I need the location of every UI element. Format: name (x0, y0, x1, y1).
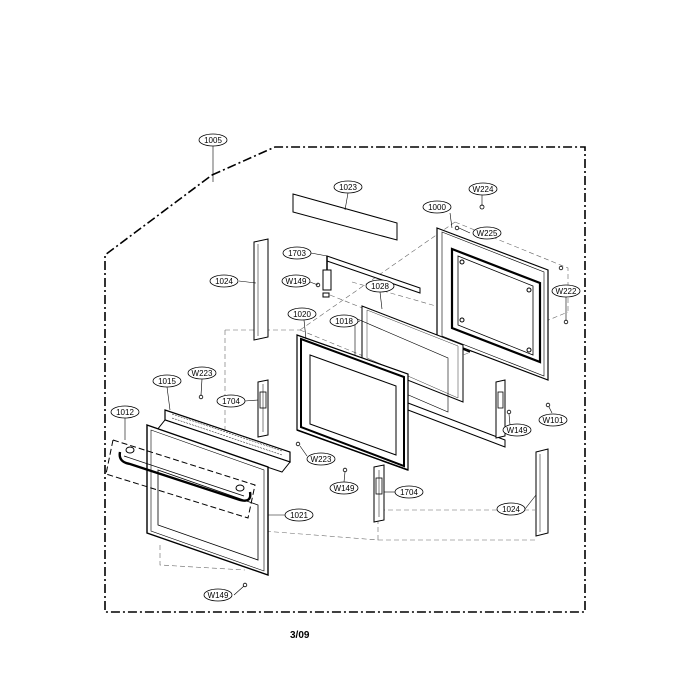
callout-w149-right: W149 (502, 423, 532, 437)
svg-text:1021: 1021 (290, 511, 308, 520)
svg-text:1020: 1020 (293, 310, 311, 319)
svg-text:1015: 1015 (158, 377, 176, 386)
svg-text:W225: W225 (477, 229, 498, 238)
part-1015-vent-channel (156, 409, 291, 473)
callout-1012: 1012 (110, 405, 140, 419)
callout-labels: 1005 1023 W224 1000 W225 1703 1024 W149 (110, 133, 581, 602)
part-1020-inner-window-frame (296, 334, 409, 471)
svg-text:W149: W149 (286, 277, 307, 286)
callout-w222: W222 (551, 284, 581, 298)
svg-text:1023: 1023 (339, 183, 357, 192)
part-1012-door-handle (105, 439, 256, 519)
callout-w225: W225 (472, 226, 502, 240)
svg-text:1024: 1024 (215, 277, 233, 286)
svg-text:W149: W149 (208, 591, 229, 600)
callout-w101: W101 (538, 413, 568, 427)
svg-text:W101: W101 (543, 416, 564, 425)
callout-1000: 1000 (422, 200, 452, 214)
callout-w223-lower: W223 (306, 452, 336, 466)
callout-w223-top: W223 (187, 366, 217, 380)
svg-text:1012: 1012 (116, 408, 134, 417)
svg-text:W223: W223 (311, 455, 332, 464)
callout-1021: 1021 (284, 508, 314, 522)
svg-text:1005: 1005 (204, 136, 222, 145)
callout-1704-left: 1704 (216, 394, 246, 408)
svg-text:W223: W223 (192, 369, 213, 378)
callout-1024-right: 1024 (496, 502, 526, 516)
part-1023-trim-strip (292, 193, 398, 241)
part-1028-glass-panel (361, 305, 464, 403)
callout-1018: 1018 (329, 314, 359, 328)
svg-text:1704: 1704 (400, 488, 418, 497)
screws (198, 204, 569, 588)
part-1018-inner-glass (354, 317, 449, 413)
svg-text:1704: 1704 (222, 397, 240, 406)
part-1024-side-trim-left (253, 238, 269, 341)
svg-text:1028: 1028 (371, 282, 389, 291)
svg-text:1703: 1703 (288, 249, 306, 258)
svg-text:W149: W149 (334, 484, 355, 493)
part-1703-top-bracket (322, 255, 421, 298)
callout-w149-bottom: W149 (203, 588, 233, 602)
svg-text:W149: W149 (507, 426, 528, 435)
callout-w149-middle: W149 (329, 481, 359, 495)
part-1704-hinge-right (495, 379, 506, 439)
callout-1023: 1023 (333, 180, 363, 194)
part-1704-hinge-lower (373, 464, 385, 523)
leader-lines (124, 146, 567, 596)
svg-text:W222: W222 (556, 287, 577, 296)
callout-1704-lower: 1704 (394, 485, 424, 499)
page-number: 3/09 (290, 630, 310, 641)
svg-text:1000: 1000 (428, 203, 446, 212)
part-bottom-rail (407, 402, 506, 448)
svg-text:1024: 1024 (502, 505, 520, 514)
callout-w149-top: W149 (281, 274, 311, 288)
part-1021-front-door-panel (146, 424, 269, 576)
callout-1005: 1005 (198, 133, 228, 147)
callout-w224: W224 (468, 182, 498, 196)
callout-1024-left: 1024 (209, 274, 239, 288)
callout-1028: 1028 (365, 279, 395, 293)
svg-text:W224: W224 (473, 185, 494, 194)
callout-1015: 1015 (152, 374, 182, 388)
part-1000-outer-door-frame (436, 227, 549, 381)
assembly-boundary (104, 146, 586, 613)
part-1704-hinge-left (257, 379, 269, 438)
callout-1020: 1020 (287, 307, 317, 321)
callout-1703: 1703 (282, 246, 312, 260)
svg-text:1018: 1018 (335, 317, 353, 326)
part-1024-side-trim-right (535, 448, 549, 537)
